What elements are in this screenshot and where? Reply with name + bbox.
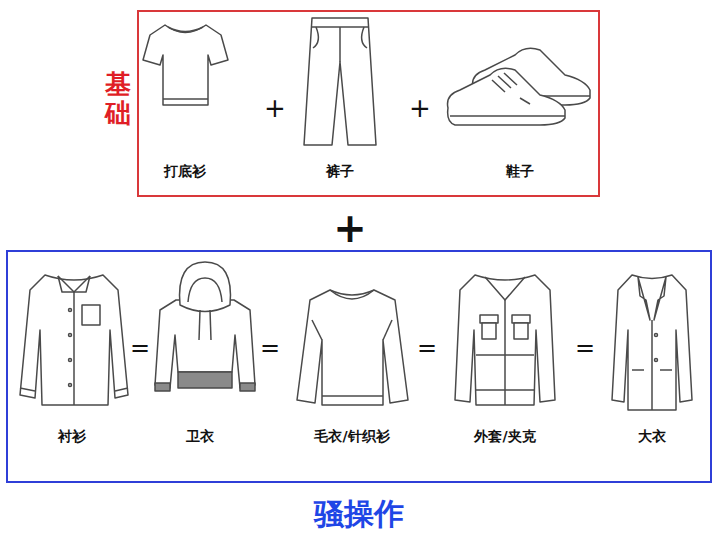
- extra-group-box: 骚操作: [6, 250, 712, 483]
- item-label: 鞋子: [506, 163, 534, 181]
- plus-sign: +: [409, 93, 431, 123]
- item-label: 衬衫: [58, 428, 86, 446]
- item-label: 裤子: [326, 163, 354, 181]
- item-label: 卫衣: [186, 428, 214, 446]
- equals-sign: =: [575, 334, 595, 362]
- jacket-icon: [455, 275, 555, 405]
- hoodie-icon: [155, 262, 255, 391]
- tshirt-icon: [143, 25, 228, 105]
- item-label: 毛衣/针织衫: [314, 428, 389, 446]
- pants-icon: [304, 18, 376, 145]
- sweater-icon: [297, 290, 408, 405]
- item-label: 大衣: [638, 428, 666, 446]
- equals-sign: =: [130, 334, 150, 362]
- item-label: 外套/夹克: [474, 428, 535, 446]
- equals-sign: =: [417, 334, 437, 362]
- coat-icon: [612, 275, 692, 410]
- shoes-icon: [448, 48, 591, 125]
- plus-sign: +: [333, 205, 367, 251]
- shirt-icon: [20, 275, 128, 405]
- group-heading: 基础: [105, 70, 131, 127]
- equals-sign: =: [260, 334, 280, 362]
- item-label: 打底衫: [164, 163, 206, 181]
- plus-sign: +: [264, 93, 286, 123]
- group-heading: 骚操作: [8, 494, 710, 535]
